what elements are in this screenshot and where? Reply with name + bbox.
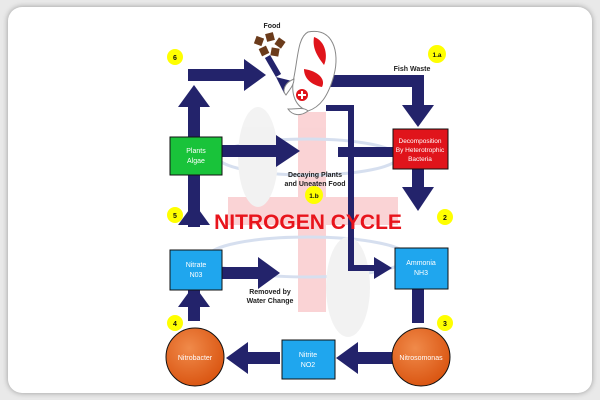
- arrow-head-left-nitrobacter: [226, 342, 248, 374]
- arrow-shaft-decay-right: [338, 147, 400, 157]
- step-badge-4: 4: [167, 315, 183, 331]
- decomposition-label: Decomposition: [399, 138, 442, 145]
- step-badge-6: 6: [167, 49, 183, 65]
- step-badge-1a: 1.a: [428, 45, 446, 63]
- arrow-head-up-plants: [178, 203, 210, 225]
- arrow-shaft-top-right: [328, 75, 424, 87]
- step-badge-5: 5: [167, 207, 183, 223]
- arrow-head-food: [276, 77, 292, 93]
- arrow-shaft-right-mid: [412, 167, 424, 191]
- decomposition-box: Decomposition By Heterotrophic Bacteria: [392, 128, 449, 170]
- nitrosomonas-label: Nitrosomonas: [399, 355, 443, 362]
- diagram-title: NITROGEN CYCLE: [214, 211, 402, 234]
- arrow-head-left-nitrite: [336, 342, 358, 374]
- plants-label: Plants: [186, 148, 206, 155]
- arrow-head-right-ammonia: [374, 257, 392, 279]
- svg-text:1.a: 1.a: [432, 52, 441, 59]
- decaying-label-line1: Decaying Plants: [288, 172, 342, 179]
- svg-text:2: 2: [443, 215, 447, 222]
- arrow-shaft-bottom-left: [244, 352, 280, 364]
- step-badge-1b: 1.b: [305, 186, 323, 204]
- svg-text:1.b: 1.b: [309, 193, 318, 200]
- food-pellets-icon: [253, 32, 286, 57]
- arrow-head-up-left: [178, 85, 210, 107]
- svg-text:4: 4: [173, 321, 177, 328]
- bacteria-label: Bacteria: [408, 156, 432, 163]
- step-badge-3: 3: [437, 315, 453, 331]
- arrow-line-fish-ammonia-h2: [348, 265, 378, 271]
- plants-algae-box: Plants Algae: [169, 136, 223, 176]
- arrow-line-fish-ammonia-h: [326, 105, 354, 111]
- arrow-shaft-removed: [222, 267, 262, 279]
- removed-label-line2: Water Change: [247, 298, 294, 305]
- arrow-head-right-removed: [258, 257, 280, 289]
- algae-label: Algae: [187, 158, 205, 165]
- svg-text:3: 3: [443, 321, 447, 328]
- nitrosomonas-circle: Nitrosomonas: [391, 327, 451, 387]
- nitrogen-cycle-diagram: NITROGEN CYCLE Food Fish Waste Decaying …: [165, 23, 453, 387]
- arrow-head-right-decay: [276, 135, 300, 167]
- diagram-frame: NITROGEN CYCLE Food Fish Waste Decaying …: [8, 7, 592, 393]
- ammonia-label: Ammonia: [406, 260, 436, 267]
- step-badge-2: 2: [437, 209, 453, 225]
- arrow-shaft-right-bottom: [412, 289, 424, 323]
- removed-label-line1: Removed by: [249, 289, 291, 296]
- koi-fish-icon: [283, 30, 337, 116]
- arrow-shaft-food: [264, 54, 282, 78]
- food-label: Food: [263, 23, 280, 30]
- arrow-shaft-left-top: [188, 97, 200, 139]
- svg-text:6: 6: [173, 55, 177, 62]
- nitrite-box: Nitrite NO2: [281, 339, 336, 380]
- n03-label: N03: [190, 272, 203, 279]
- heterotrophic-label: By Heterotrophic: [396, 147, 445, 154]
- decaying-label-line2: and Uneaten Food: [284, 181, 345, 188]
- arrow-shaft-top-left: [188, 69, 248, 81]
- nitrobacter-circle: Nitrobacter: [165, 327, 225, 387]
- arrow-head-down-ammonia: [402, 187, 434, 211]
- nitrobacter-label: Nitrobacter: [178, 355, 213, 362]
- nitrite-label: Nitrite: [299, 352, 317, 359]
- arrow-line-fish-ammonia-v: [348, 105, 354, 271]
- nh3-label: NH3: [414, 270, 428, 277]
- nitrate-box: Nitrate N03: [169, 249, 223, 291]
- arrow-shaft-bottom-right: [354, 352, 394, 364]
- arrow-head-down-decomposition: [402, 105, 434, 127]
- arrow-shaft-right-down-1: [412, 75, 424, 111]
- no2-label: NO2: [301, 362, 316, 369]
- fish-waste-label: Fish Waste: [394, 66, 431, 73]
- arrow-head-up-nitrate: [178, 285, 210, 307]
- arrows: [178, 54, 434, 374]
- nitrate-label: Nitrate: [186, 262, 207, 269]
- arrow-head-right-top: [244, 59, 266, 91]
- ammonia-box: Ammonia NH3: [394, 247, 449, 290]
- svg-text:5: 5: [173, 213, 177, 220]
- arrow-shaft-decay: [220, 145, 280, 157]
